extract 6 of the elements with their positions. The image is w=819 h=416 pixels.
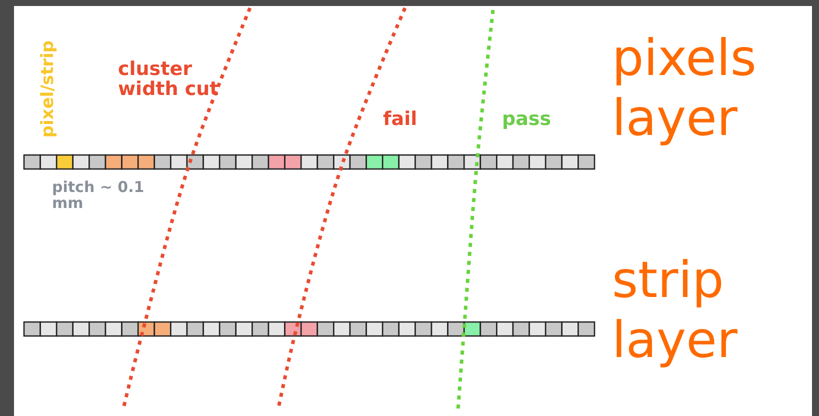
- fail-label: fail: [383, 110, 418, 130]
- pitch-label: pitch ~ 0.1 mm: [52, 180, 146, 212]
- layer-title: strip layer: [612, 250, 738, 370]
- pass-label: pass: [502, 110, 552, 130]
- axis-label: pixel/strip: [37, 39, 59, 140]
- layer-title: pixels layer: [612, 28, 758, 148]
